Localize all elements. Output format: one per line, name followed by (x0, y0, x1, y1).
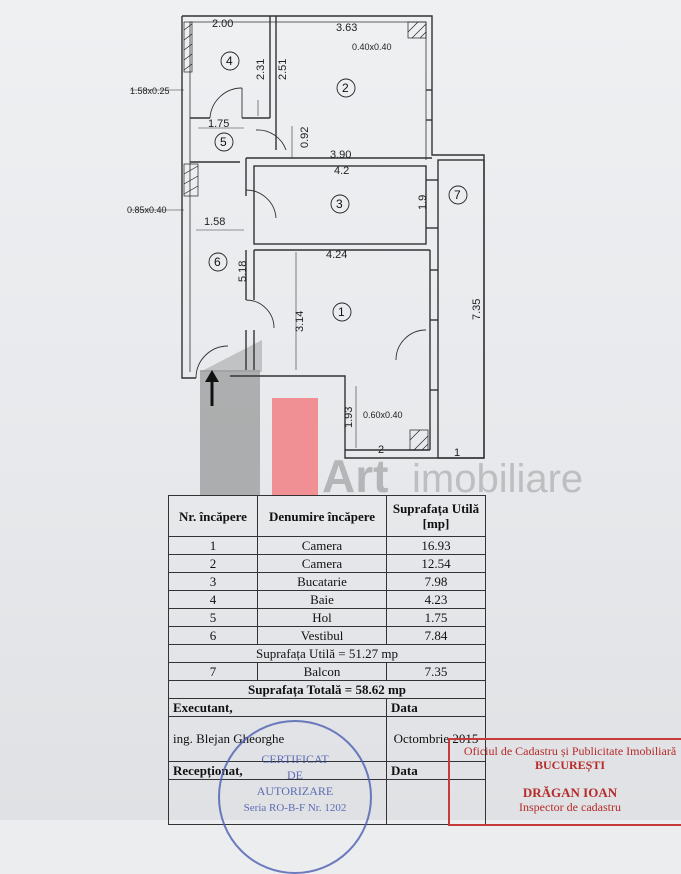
room-label-4: 4 (220, 51, 240, 71)
cadastru-stamp: Oficiul de Cadastru și Publicitate Imobi… (448, 738, 681, 826)
cell-area: 12.54 (386, 554, 486, 573)
dim-room3-top: 3.90 (330, 149, 351, 161)
watermark-imobiliare-text: imobiliare (412, 457, 583, 500)
stamp-cadastru-line4: Inspector de cadastru (519, 800, 621, 814)
cell-nr: 7 (168, 662, 258, 681)
header-nr: Nr. încăpere (168, 495, 258, 537)
table-row: 4 Baie 4.23 (168, 590, 486, 609)
dim-column-bottom: 0.60x0.40 (363, 410, 403, 420)
stamp-round-line4: Seria RO-B-F Nr. 1202 (243, 802, 347, 814)
cell-area: 7.98 (386, 572, 486, 591)
dim-column-mid: 0.85x0.40 (127, 205, 167, 215)
dim-vest-width: 1.58 (204, 216, 225, 228)
column-hatch (183, 21, 193, 73)
room-label-2: 2 (336, 78, 356, 98)
room-label-3: 3 (330, 194, 350, 214)
header-denumire: Denumire încăpere (257, 495, 387, 537)
dim-column-top: 0.40x0.40 (352, 42, 392, 52)
header-suprafata: Suprafața Utilă [mp] (386, 495, 486, 537)
outer-wall-left (181, 16, 196, 379)
util-total-row: Suprafața Utilă = 51.27 mp (168, 644, 486, 663)
floor-plan: Art imobiliare (127, 15, 583, 500)
grand-total-row: Suprafața Totală = 58.62 mp (168, 680, 486, 699)
dim-room1-h: 3.14 (294, 311, 306, 332)
dim-room3-h: 1.9 (417, 195, 429, 210)
entrance-arrow (205, 370, 219, 406)
svg-text:2: 2 (342, 81, 349, 95)
dim-bottom-2: 2 (378, 444, 384, 456)
data-label: Data (386, 698, 486, 717)
dim-column-left: 1.58x0.25 (130, 86, 170, 96)
table-row: 7 Balcon 7.35 (168, 662, 486, 681)
cell-name: Bucatarie (257, 572, 387, 591)
cell-area: 7.84 (386, 626, 486, 645)
svg-text:5: 5 (220, 135, 227, 149)
dim-room4-width: 2.00 (212, 18, 233, 30)
stamp-round-line2: DE (287, 768, 303, 782)
cell-nr: 4 (168, 590, 258, 609)
cell-name: Vestibul (257, 626, 387, 645)
dim-room1-width: 4.24 (326, 249, 347, 261)
cell-name: Camera (257, 554, 387, 573)
data-value: Octombrie 2015 (386, 716, 486, 762)
cell-name: Balcon (257, 662, 387, 681)
table-row: 3 Bucatarie 7.98 (168, 572, 486, 591)
dim-room3-top2: 4.2 (334, 165, 349, 177)
cell-area: 16.93 (386, 536, 486, 555)
executant-label-row: Executant, Data (168, 698, 486, 717)
blank-date-cell (386, 779, 486, 825)
dim-bottom-1: 1 (454, 447, 460, 459)
dim-hol-width: 1.75 (208, 118, 229, 130)
areas-table: Nr. încăpere Denumire încăpere Suprafața… (168, 495, 486, 825)
cell-name: Baie (257, 590, 387, 609)
cell-name: Camera (257, 536, 387, 555)
table-row: 2 Camera 12.54 (168, 554, 486, 573)
table-header-row: Nr. încăpere Denumire încăpere Suprafața… (168, 495, 486, 537)
svg-text:7: 7 (454, 188, 461, 202)
stamp-round-line3: AUTORIZARE (256, 784, 334, 798)
dim-room4-h1: 2.31 (255, 59, 267, 80)
stamp-cadastru-line2: BUCUREȘTI (534, 758, 606, 772)
grand-total: Suprafața Totală = 58.62 mp (168, 680, 486, 699)
stamp-round-line1: CERTIFICAT (261, 752, 329, 766)
room-label-6: 6 (208, 252, 228, 272)
svg-text:6: 6 (214, 255, 221, 269)
dim-hol-h: 0.92 (299, 127, 311, 148)
column-hatch (407, 21, 427, 39)
column-hatch (183, 163, 199, 197)
dim-room4-h2: 2.51 (277, 59, 289, 80)
table-row: 5 Hol 1.75 (168, 608, 486, 627)
watermark-pink-block (272, 398, 318, 495)
table-row: 6 Vestibul 7.84 (168, 626, 486, 645)
cell-nr: 3 (168, 572, 258, 591)
cell-nr: 2 (168, 554, 258, 573)
room-label-7: 7 (448, 185, 468, 205)
executant-label: Executant, (168, 698, 387, 717)
cell-name: Hol (257, 608, 387, 627)
watermark-bar (200, 370, 260, 495)
stamp-cadastru-line1: Oficiul de Cadastru și Publicitate Imobi… (463, 744, 677, 758)
dim-vest-h: 5.18 (237, 261, 249, 282)
cell-area: 4.23 (386, 590, 486, 609)
cell-nr: 5 (168, 608, 258, 627)
room-label-5: 5 (214, 132, 234, 152)
dim-room1-h2: 1.93 (343, 407, 355, 428)
authorization-stamp: CERTIFICAT DE AUTORIZARE Seria RO-B-F Nr… (218, 720, 372, 874)
util-total: Suprafața Utilă = 51.27 mp (168, 644, 486, 663)
room-label-1: 1 (332, 302, 352, 322)
cell-area: 7.35 (386, 662, 486, 681)
watermark-roof (200, 340, 262, 372)
dim-room2-width: 3.63 (336, 22, 357, 34)
stamp-cadastru-line3: DRĂGAN IOAN (522, 785, 618, 800)
dim-balcon-len: 7.35 (471, 299, 483, 320)
cell-nr: 1 (168, 536, 258, 555)
cell-area: 1.75 (386, 608, 486, 627)
svg-text:3: 3 (336, 197, 343, 211)
svg-text:1: 1 (338, 305, 345, 319)
table-row: 1 Camera 16.93 (168, 536, 486, 555)
cell-nr: 6 (168, 626, 258, 645)
svg-text:4: 4 (226, 54, 233, 68)
